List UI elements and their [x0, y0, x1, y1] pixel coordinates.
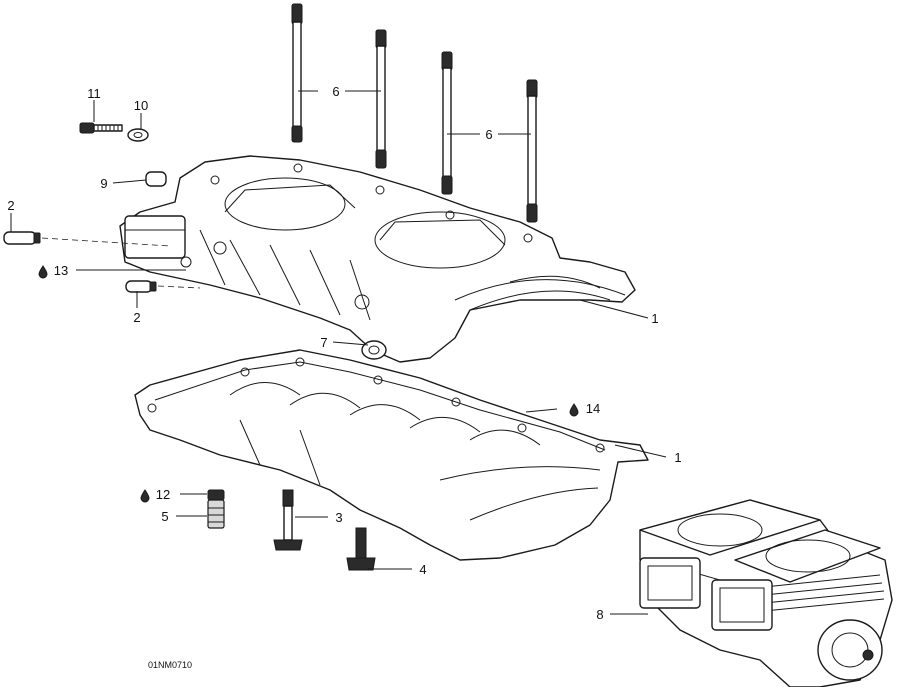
callout-10: 10: [134, 98, 148, 113]
oil-drop-icon: [140, 489, 150, 503]
washer-10: [127, 128, 149, 142]
plug-9: [145, 171, 167, 187]
upper-crankcase: [119, 155, 636, 363]
callout-2-bottom: 2: [133, 310, 140, 325]
callout-3: 3: [335, 510, 342, 525]
dowel-5: [207, 489, 225, 529]
lower-crankcase: [134, 349, 649, 561]
callout-7: 7: [320, 335, 327, 350]
oil-drop-icon: [569, 403, 579, 417]
callout-1-upper: 1: [651, 311, 658, 326]
callout-13: 13: [54, 263, 68, 278]
callout-14: 14: [586, 401, 600, 416]
bearing-7: [361, 340, 387, 360]
stud-6b: [375, 29, 387, 169]
screw-11: [79, 122, 123, 134]
leader-lines: [10, 90, 667, 615]
callout-12: 12: [156, 487, 170, 502]
fitting-2-upper: [3, 231, 41, 245]
engine-assembly-8: [639, 499, 893, 687]
oil-drop-icon: [38, 265, 48, 279]
callout-8: 8: [596, 607, 603, 622]
fitting-2-lower: [125, 280, 157, 293]
callout-2-top: 2: [7, 198, 14, 213]
callout-4: 4: [419, 562, 426, 577]
callout-11: 11: [87, 86, 101, 101]
callout-6-right: 6: [485, 127, 492, 142]
stud-6c: [441, 51, 453, 195]
alignment-line-lower: [157, 285, 201, 289]
alignment-line-upper: [41, 237, 171, 247]
drawing-reference: 01NM0710: [148, 660, 192, 670]
callout-1-lower: 1: [674, 450, 681, 465]
callout-9: 9: [100, 176, 107, 191]
stud-6a: [291, 3, 303, 143]
callout-5: 5: [161, 509, 168, 524]
callout-6-left: 6: [332, 84, 339, 99]
stud-6d: [526, 79, 538, 223]
bolt-3: [273, 489, 303, 551]
bolt-4: [346, 527, 376, 571]
